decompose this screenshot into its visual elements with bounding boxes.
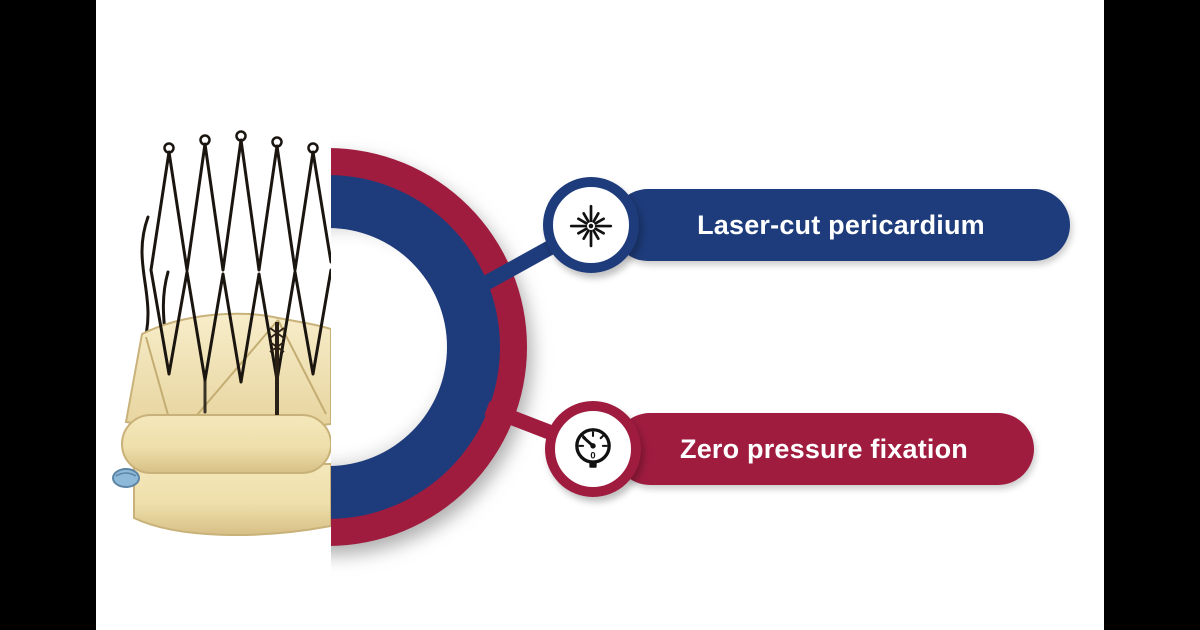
valve-sewing-cuff bbox=[121, 414, 331, 474]
pressure-gauge-icon: 0 bbox=[575, 428, 611, 468]
laser-node bbox=[543, 177, 639, 273]
stent-eyelets bbox=[163, 130, 319, 154]
valve-base-cylinder bbox=[133, 463, 331, 536]
callout-laser-label: Laser-cut pericardium bbox=[697, 209, 985, 240]
valve-illustration-panel bbox=[96, 0, 331, 630]
callout-zero-pressure-fixation: Zero pressure fixation bbox=[614, 413, 1034, 485]
callout-laser-cut-pericardium: Laser-cut pericardium bbox=[612, 189, 1070, 261]
pressure-gauge-node: 0 bbox=[545, 401, 641, 497]
letterbox-right bbox=[1104, 0, 1200, 630]
laser-icon bbox=[569, 204, 613, 248]
suture-marker bbox=[112, 468, 140, 488]
gauge-zero-label: 0 bbox=[590, 450, 595, 460]
stitching-marks bbox=[269, 327, 285, 353]
letterbox-left bbox=[0, 0, 96, 630]
heart-valve-illustration bbox=[112, 130, 331, 536]
callout-pressure-label: Zero pressure fixation bbox=[680, 433, 968, 464]
